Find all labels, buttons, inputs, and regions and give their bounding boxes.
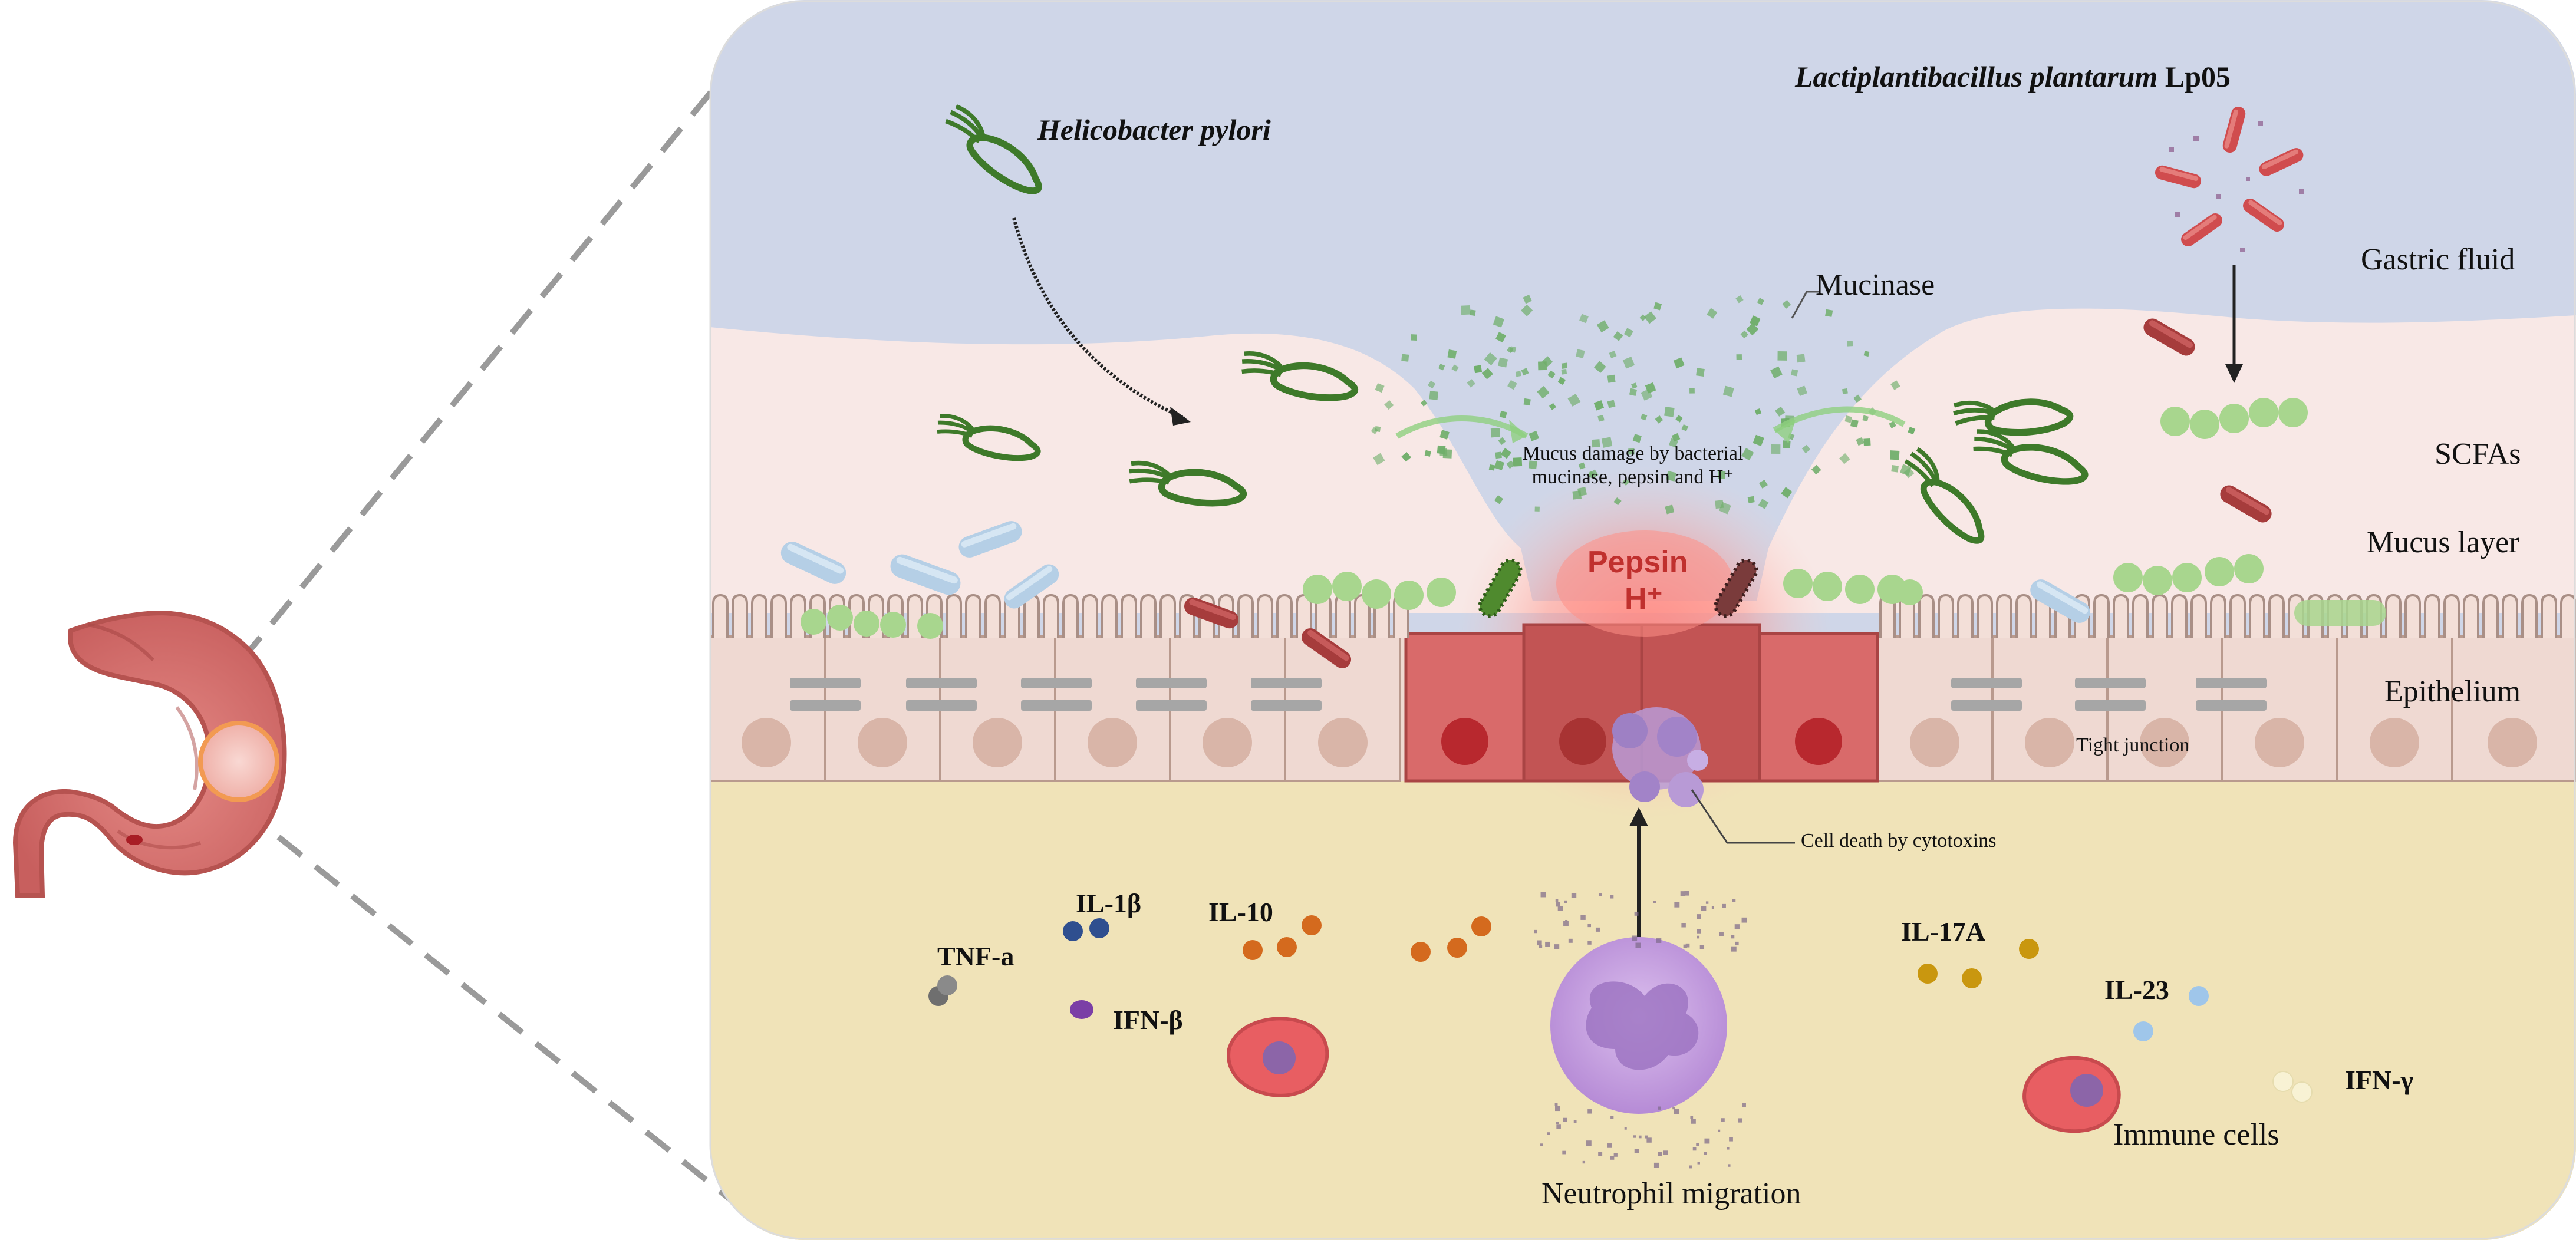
pepsin-label: Pepsin [1587, 545, 1688, 579]
mucinase-label: Mucinase [1816, 268, 1935, 302]
neutrophil-migration-label: Neutrophil migration [1541, 1177, 1801, 1211]
mucus-damage-line-2: mucinase, pepsin and H⁺ [1531, 466, 1734, 488]
mucus-damage-label: Mucus damage by bacterial mucinase, peps… [1500, 444, 1765, 487]
zoom-line-bottom [239, 805, 766, 1228]
immune-cells-label: Immune cells [2113, 1118, 2279, 1152]
hplus-label: H⁺ [1625, 582, 1663, 616]
il17a-label: IL-17A [1901, 916, 1986, 947]
lp05-label: Lactiplantibacillus plantarum Lp05 [1795, 62, 2231, 91]
il23-label: IL-23 [2104, 975, 2169, 1005]
tight-junction-label: Tight junction [2076, 734, 2190, 756]
lp-strain-label: Lp05 [2165, 60, 2231, 93]
gastric-fluid-label: Gastric fluid [2361, 243, 2515, 276]
ifng-label: IFN-γ [2345, 1065, 2414, 1095]
stomach-icon [12, 610, 287, 898]
zoom-line-top [239, 48, 748, 662]
cytokine-il23 [2133, 986, 2209, 1041]
tnfa-label: TNF-a [937, 941, 1014, 971]
cell-death-label: Cell death by cytotoxins [1801, 830, 1997, 852]
ifnb-label: IFN-β [1113, 1005, 1183, 1035]
hpylori-label: Helicobacter pylori [1037, 113, 1271, 146]
il1b-label: IL-1β [1076, 888, 1142, 918]
cytokine-il10 [1243, 915, 1491, 962]
scfa-particles [801, 398, 2308, 639]
mucus-damage-line-1: Mucus damage by bacterial [1522, 443, 1744, 464]
cytokine-il17a [1918, 939, 2039, 988]
cytokine-ifng [2272, 1071, 2313, 1103]
cytokine-ifnb [1070, 1000, 1093, 1019]
il10-label: IL-10 [1208, 897, 1273, 927]
cytokine-il1b [1063, 918, 1109, 941]
mucus-layer-region [710, 308, 2576, 613]
tight-junctions [790, 678, 2267, 711]
dying-cell-icon [1612, 707, 1708, 807]
epithelium-label: Epithelium [2384, 675, 2521, 708]
immune-cell-icon [2022, 1056, 2121, 1133]
mucus-layer-label: Mucus layer [2367, 526, 2519, 559]
magnified-panel [710, 0, 2576, 1240]
neutrophil-granules [1534, 891, 1747, 1169]
cytokine-tnfa [928, 975, 957, 1006]
scfas-label: SCFAs [2435, 437, 2521, 471]
immune-cell-icon [1227, 1017, 1329, 1097]
lp-species-label: Lactiplantibacillus plantarum [1795, 60, 2158, 93]
neutrophil-icon [1550, 937, 1727, 1114]
